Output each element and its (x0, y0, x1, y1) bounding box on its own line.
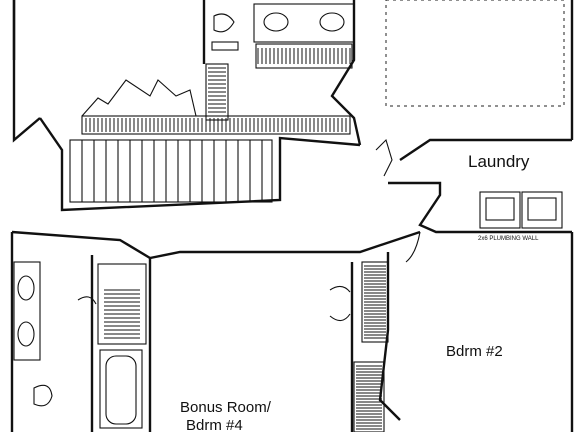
bonus-room-label-line1: Bonus Room/ (180, 399, 272, 416)
bedroom2-closets (353, 261, 389, 432)
bonus-room-label-line2: Bdrm #4 (186, 417, 243, 432)
toilet-icon (33, 384, 53, 407)
laundry-label: Laundry (468, 152, 530, 171)
walls (10, 0, 574, 432)
laundry-appliances (479, 191, 563, 229)
door-swings (77, 231, 421, 322)
left-bathroom (13, 261, 143, 429)
linen-closet (97, 263, 147, 345)
washer-icon (479, 191, 521, 229)
closet-shelving-top (81, 43, 353, 135)
ceiling-outline (385, 0, 565, 107)
plumbing-wall-label: 2x6 PLUMBING WALL (478, 236, 539, 242)
bedroom2-label: Bdrm #2 (446, 343, 503, 360)
sink-icon (17, 275, 35, 301)
staircase (69, 139, 273, 203)
toilet-icon (213, 13, 235, 33)
top-bathroom (211, 3, 355, 51)
wall-jog (375, 138, 393, 177)
landing-outline (81, 79, 197, 117)
dryer-icon (521, 191, 563, 229)
bathtub-icon (105, 355, 137, 425)
sink-icon (263, 12, 289, 32)
sink-icon (17, 321, 35, 347)
sink-icon (319, 12, 345, 32)
